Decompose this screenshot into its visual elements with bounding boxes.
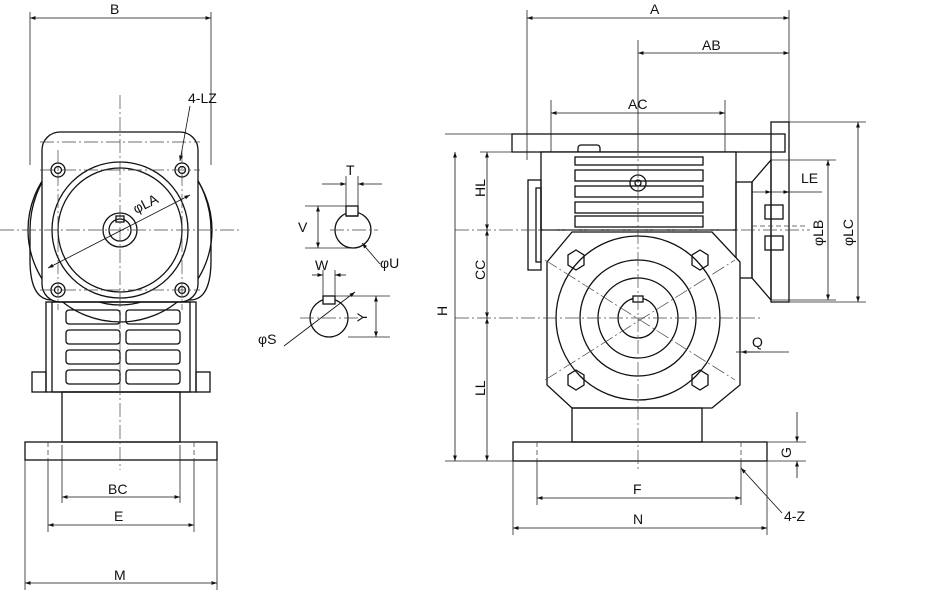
label-E: E — [114, 508, 123, 524]
label-M: M — [114, 567, 126, 583]
label-CC: CC — [472, 260, 488, 280]
label-AC: AC — [628, 96, 647, 112]
cooling-fins — [65, 309, 181, 385]
housing-corner-bolts — [567, 249, 709, 391]
label-LE: LE — [801, 170, 818, 186]
label-4-LZ: 4-LZ — [188, 90, 217, 106]
label-G: G — [778, 447, 794, 458]
label-phi-S: φS — [258, 331, 276, 347]
end-view-dimensions — [25, 16, 217, 585]
dimension-labels: B 4-LZ φLA BC E M T V φU W φS Y A AB AC … — [108, 1, 856, 583]
label-phi-U: φU — [380, 255, 399, 271]
label-N: N — [633, 511, 643, 527]
label-A: A — [650, 1, 660, 17]
keyway-details — [283, 176, 390, 347]
label-B: B — [110, 1, 119, 17]
label-HL: HL — [472, 179, 488, 197]
label-Y: Y — [354, 312, 370, 322]
label-V: V — [298, 219, 308, 235]
label-Q: Q — [752, 334, 763, 350]
label-phi-LB: φLB — [810, 220, 826, 246]
end-view — [0, 12, 240, 590]
label-H: H — [434, 306, 450, 316]
side-view — [445, 10, 866, 535]
side-view-dimensions — [453, 16, 860, 530]
label-W: W — [315, 257, 329, 273]
label-4-Z: 4-Z — [784, 508, 805, 524]
label-T: T — [346, 162, 355, 178]
label-phi-LC: φLC — [840, 219, 856, 246]
label-LL: LL — [472, 380, 488, 396]
label-BC: BC — [108, 481, 127, 497]
label-AB: AB — [702, 37, 721, 53]
label-F: F — [633, 481, 642, 497]
